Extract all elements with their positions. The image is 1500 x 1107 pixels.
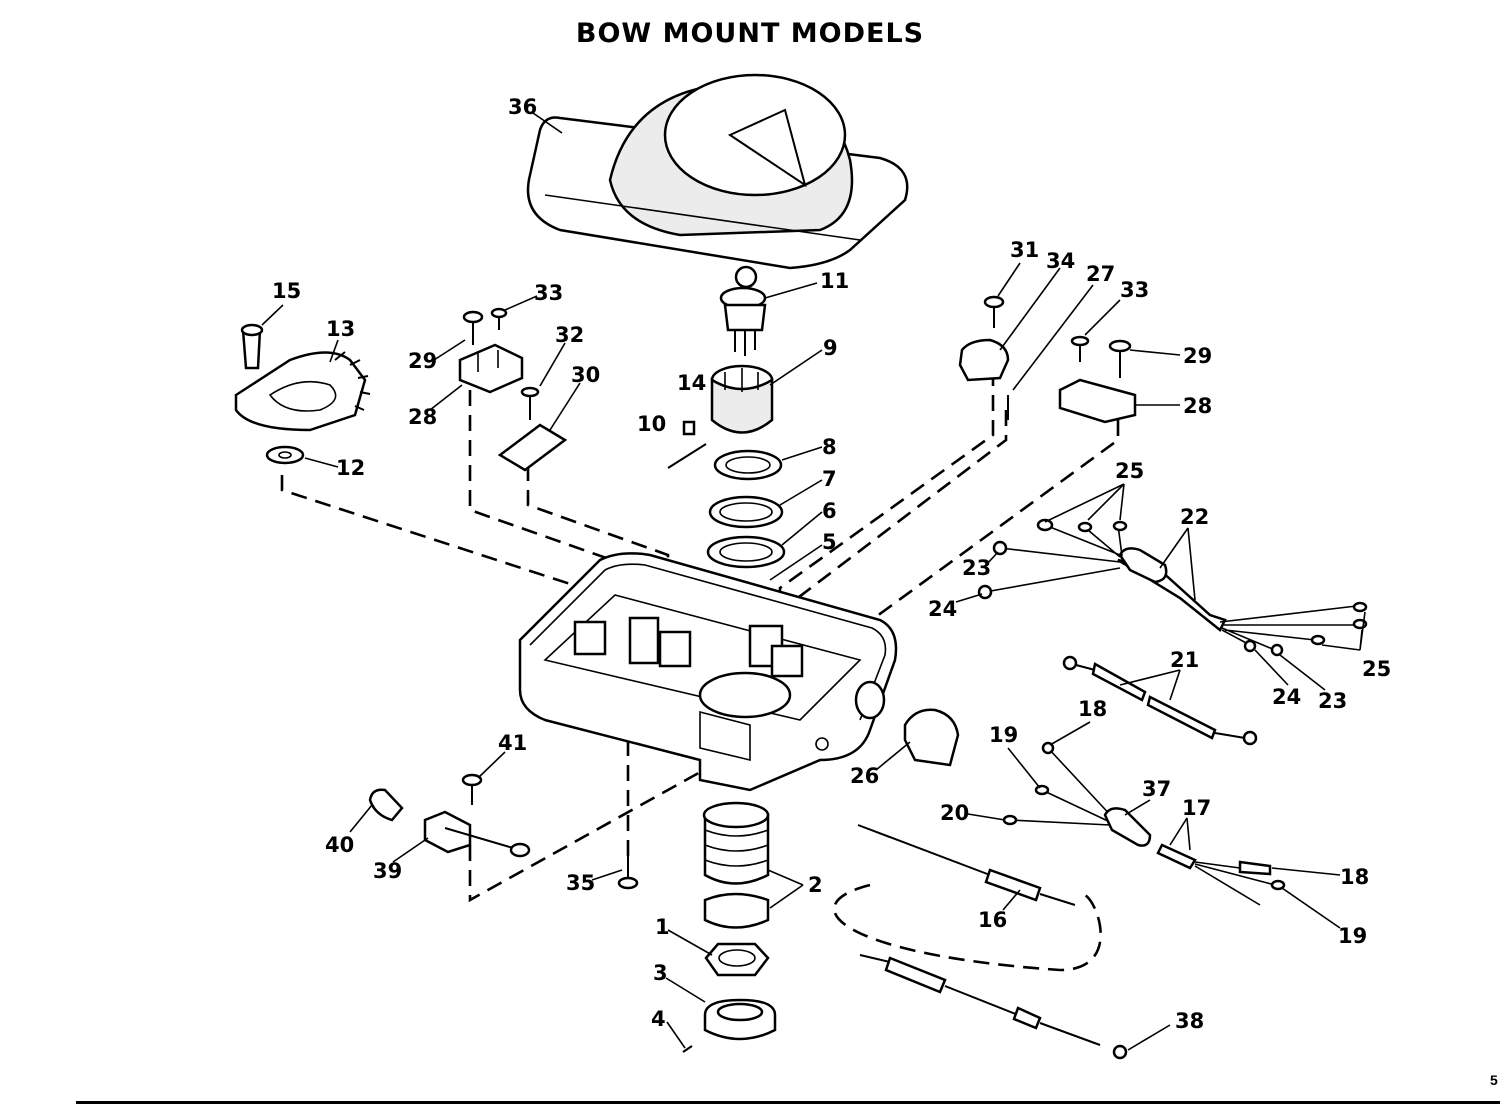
callout-20: 20 — [940, 801, 969, 825]
callout-40: 40 — [325, 833, 354, 857]
callout-34: 34 — [1046, 249, 1075, 273]
cables-16 — [857, 824, 1128, 1060]
callout-17: 17 — [1182, 796, 1211, 820]
wire-harness-upper — [977, 518, 1368, 657]
callout-41: 41 — [498, 731, 527, 755]
callout-8: 8 — [822, 435, 837, 459]
callout-30: 30 — [571, 363, 600, 387]
main-housing — [518, 552, 898, 792]
bearing-washer-stack — [706, 449, 786, 569]
callout-23-right: 23 — [1318, 689, 1347, 713]
callout-25-top: 25 — [1115, 459, 1144, 483]
callout-21: 21 — [1170, 648, 1199, 672]
lower-left-parts — [368, 773, 639, 890]
callout-9: 9 — [823, 336, 838, 360]
callout-35: 35 — [566, 871, 595, 895]
callout-39: 39 — [373, 859, 402, 883]
cover-part — [526, 73, 909, 270]
switch-part — [719, 265, 767, 356]
bottom-rule — [76, 1101, 1500, 1104]
callout-3: 3 — [653, 961, 668, 985]
callout-28-left: 28 — [408, 405, 437, 429]
part-callouts: 36 11 9 14 10 8 7 6 5 15 13 12 33 29 32 … — [272, 95, 1391, 1033]
callout-33-left: 33 — [534, 281, 563, 305]
callout-25-right: 25 — [1362, 657, 1391, 681]
callout-31: 31 — [1010, 238, 1039, 262]
set-screw-14 — [682, 420, 696, 436]
leader-lines — [261, 112, 1366, 1051]
callout-18-bottom: 18 — [1340, 865, 1369, 889]
callout-11: 11 — [820, 269, 849, 293]
callout-33-right: 33 — [1120, 278, 1149, 302]
callout-29-left: 29 — [408, 349, 437, 373]
callout-18-top: 18 — [1078, 697, 1107, 721]
grommet-part — [903, 708, 960, 767]
callout-28-right: 28 — [1183, 394, 1212, 418]
callout-37: 37 — [1142, 777, 1171, 801]
callout-10: 10 — [637, 412, 666, 436]
callout-12: 12 — [336, 456, 365, 480]
wire-harness-lower — [1002, 741, 1286, 906]
callout-32: 32 — [555, 323, 584, 347]
callout-23-left: 23 — [962, 556, 991, 580]
callout-24-left: 24 — [928, 597, 957, 621]
gear-assembly — [234, 323, 371, 465]
left-terminal-block — [458, 307, 568, 472]
callout-38: 38 — [1175, 1009, 1204, 1033]
callout-14: 14 — [677, 371, 706, 395]
diagram-title: BOW MOUNT MODELS — [575, 18, 925, 49]
callout-22-a: 22 — [1180, 505, 1209, 529]
steering-tube-assembly — [682, 801, 777, 1053]
callout-1: 1 — [655, 915, 670, 939]
pin-10 — [667, 443, 707, 469]
page-number: 5 — [1490, 1072, 1498, 1088]
coupler-part — [710, 364, 774, 434]
callout-29-right: 29 — [1183, 344, 1212, 368]
callout-15: 15 — [272, 279, 301, 303]
callout-36: 36 — [508, 95, 537, 119]
callout-4: 4 — [651, 1007, 666, 1031]
callout-7: 7 — [822, 467, 837, 491]
callout-24-right: 24 — [1272, 685, 1301, 709]
callout-26: 26 — [850, 764, 879, 788]
callout-13: 13 — [326, 317, 355, 341]
callout-6: 6 — [822, 499, 837, 523]
callout-19-bottom: 19 — [1338, 924, 1367, 948]
callout-19-top: 19 — [989, 723, 1018, 747]
right-clamp-parts — [958, 295, 1137, 424]
callout-16: 16 — [978, 908, 1007, 932]
callout-2: 2 — [808, 873, 823, 897]
callout-27: 27 — [1086, 262, 1115, 286]
wire-21 — [1062, 655, 1258, 746]
callout-5: 5 — [822, 530, 837, 554]
